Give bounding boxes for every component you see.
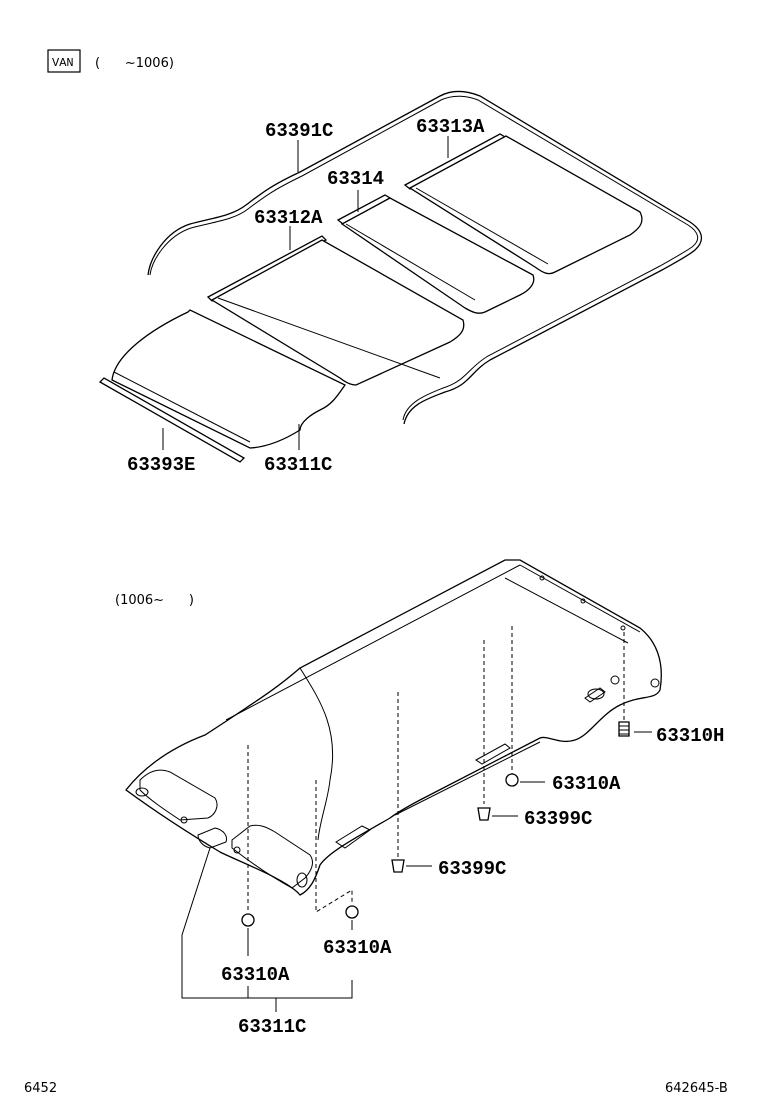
part-label-63314: 63314 [327, 168, 384, 190]
fasteners [181, 626, 652, 1012]
screw-63399C-right-icon [477, 807, 491, 821]
roof-panel-3 [408, 135, 643, 275]
variant-tag-label: VAN [52, 56, 74, 70]
part-label-63313A: 63313A [416, 116, 485, 138]
front-headliner-panel [111, 309, 346, 449]
part-label-63393E: 63393E [127, 454, 195, 476]
nut-63310A-right-icon [505, 773, 519, 787]
roof-panel-2 [340, 197, 535, 314]
windshield-molding [98, 377, 246, 463]
part-label-63310H: 63310H [656, 725, 724, 747]
part-label-63310A-mid: 63310A [323, 937, 392, 959]
headliner-body [125, 559, 662, 896]
part-label-63310A-left: 63310A [221, 964, 290, 986]
roof-panel-1 [210, 239, 465, 386]
nut-63310A-left-icon [241, 913, 255, 927]
nut-63310A-mid-icon [345, 905, 359, 919]
part-label-63310A-right: 63310A [552, 773, 621, 795]
part-label-63399C-right: 63399C [524, 808, 592, 830]
footer-right-code: 642645-B [665, 1081, 728, 1096]
part-label-63391C: 63391C [265, 120, 333, 142]
screw-63399C-mid-icon [391, 859, 405, 873]
variant-tag-box: VAN [47, 49, 81, 73]
reinforcement-63312A [206, 235, 328, 302]
lower-headliner-illustration [125, 559, 662, 896]
upper-headliner-illustration [98, 90, 703, 463]
footer-left-code: 6452 [24, 1081, 57, 1096]
part-label-63311C-lower: 63311C [238, 1016, 306, 1038]
part-label-63311C-upper: 63311C [264, 454, 332, 476]
lower-range-label: (1006~ ) [115, 593, 194, 608]
part-label-63312A: 63312A [254, 207, 323, 229]
upper-range-label: ( ~1006) [95, 56, 174, 71]
part-label-63399C-mid: 63399C [438, 858, 506, 880]
